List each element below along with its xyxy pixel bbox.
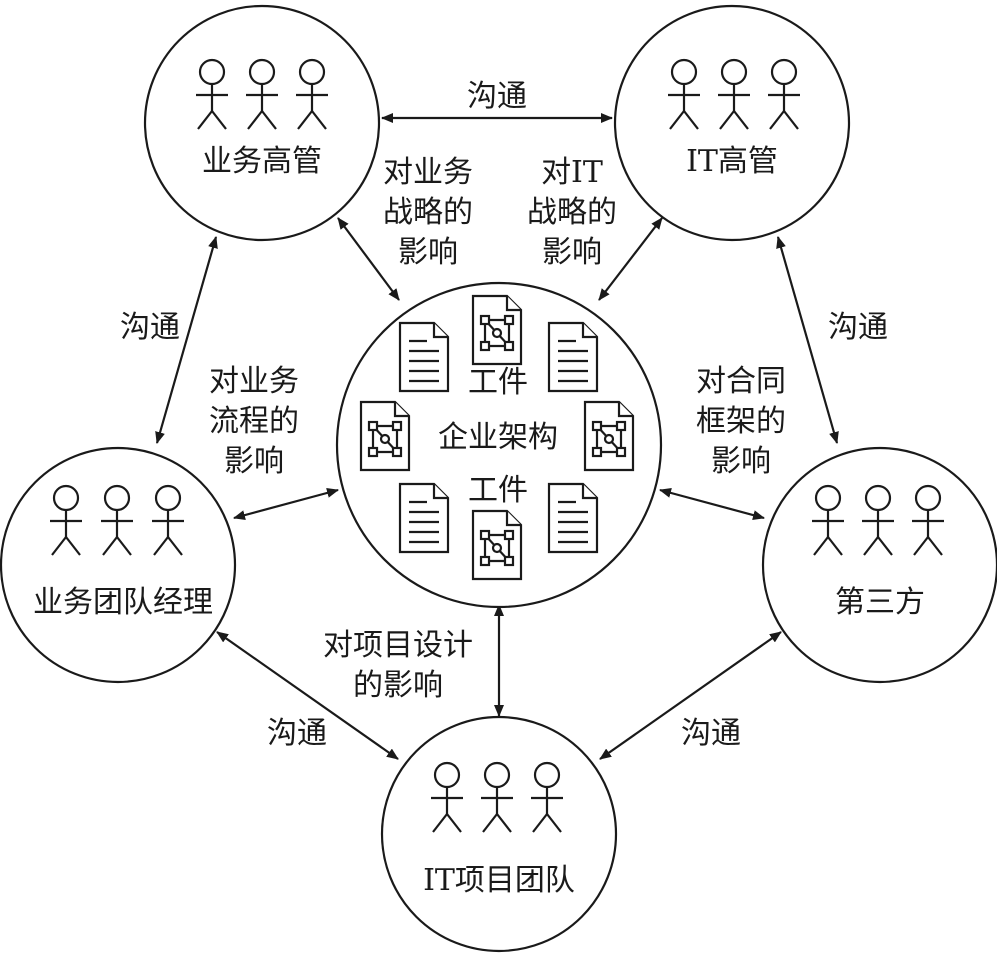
edge-contract — [659, 488, 765, 520]
diagram-document-icon — [471, 509, 523, 581]
text-document-icon — [398, 321, 450, 393]
edge-label-line: 对合同 — [696, 364, 786, 399]
edge-label-biz-process: 对业务 流程的 影响 — [209, 364, 299, 479]
node-label: IT高管 — [686, 144, 778, 179]
edge-label-line: 流程的 — [209, 404, 299, 439]
node-label: IT项目团队 — [423, 863, 575, 898]
center-label-line: 企业架构 — [438, 420, 558, 455]
node-biz-manager: 业务团队经理 — [0, 446, 237, 684]
node-label: 第三方 — [835, 585, 925, 620]
edge-label-line: 影响 — [711, 444, 771, 479]
edge-label-contract: 对合同 框架的 影响 — [696, 364, 786, 479]
edge-it-strategy — [598, 217, 663, 301]
node-biz-exec: 业务高管 — [143, 4, 381, 242]
edge-label-line: 对业务 — [209, 364, 299, 399]
edge-label-project-design: 对项目设计 的影响 — [323, 628, 473, 703]
edge-label-line: 影响 — [542, 235, 602, 270]
edge-biz-process — [233, 488, 339, 520]
edge-label-line: 对业务 — [383, 155, 473, 190]
edge-label-left-comm: 沟通 — [120, 310, 180, 345]
center-label-line: 工件 — [468, 365, 528, 400]
edge-label-biz-strategy: 对业务 战略的 影响 — [383, 155, 473, 270]
node-it-team: IT项目团队 — [380, 715, 618, 953]
text-document-icon — [547, 321, 599, 393]
edge-label-bottom-right-comm: 沟通 — [681, 716, 741, 751]
edge-label-top-comm: 沟通 — [467, 79, 527, 114]
edge-label-line: 影响 — [398, 235, 458, 270]
edge-right-comm — [776, 236, 839, 444]
edge-label-line: 对IT — [541, 155, 603, 190]
center-label-line: 工件 — [468, 473, 528, 508]
diagram-document-icon — [359, 400, 411, 472]
edge-left-comm — [155, 236, 218, 444]
node-label: 业务高管 — [202, 144, 322, 179]
edge-label-line: 对项目设计 — [323, 628, 473, 663]
edge-label-it-strategy: 对IT 战略的 影响 — [527, 155, 617, 270]
edge-label-line: 的影响 — [353, 668, 443, 703]
edge-label-line: 战略的 — [383, 195, 473, 230]
diagram-document-icon — [471, 294, 523, 366]
edge-biz-strategy — [337, 217, 400, 301]
edge-bottom-right-comm — [599, 631, 782, 760]
edge-label-right-comm: 沟通 — [828, 310, 888, 345]
node-ea-artifacts: 工件 企业架构 工件 — [335, 281, 663, 609]
text-document-icon — [398, 482, 450, 554]
node-it-exec: IT高管 — [613, 4, 851, 242]
node-third-party: 第三方 — [761, 446, 997, 684]
edge-label-line: 战略的 — [527, 195, 617, 230]
edge-label-bottom-left-comm: 沟通 — [267, 716, 327, 751]
node-label: 业务团队经理 — [33, 585, 213, 620]
text-document-icon — [547, 482, 599, 554]
edge-label-line: 框架的 — [696, 404, 786, 439]
edge-bottom-left-comm — [216, 631, 399, 760]
diagram-document-icon — [583, 400, 635, 472]
edge-label-line: 影响 — [224, 444, 284, 479]
